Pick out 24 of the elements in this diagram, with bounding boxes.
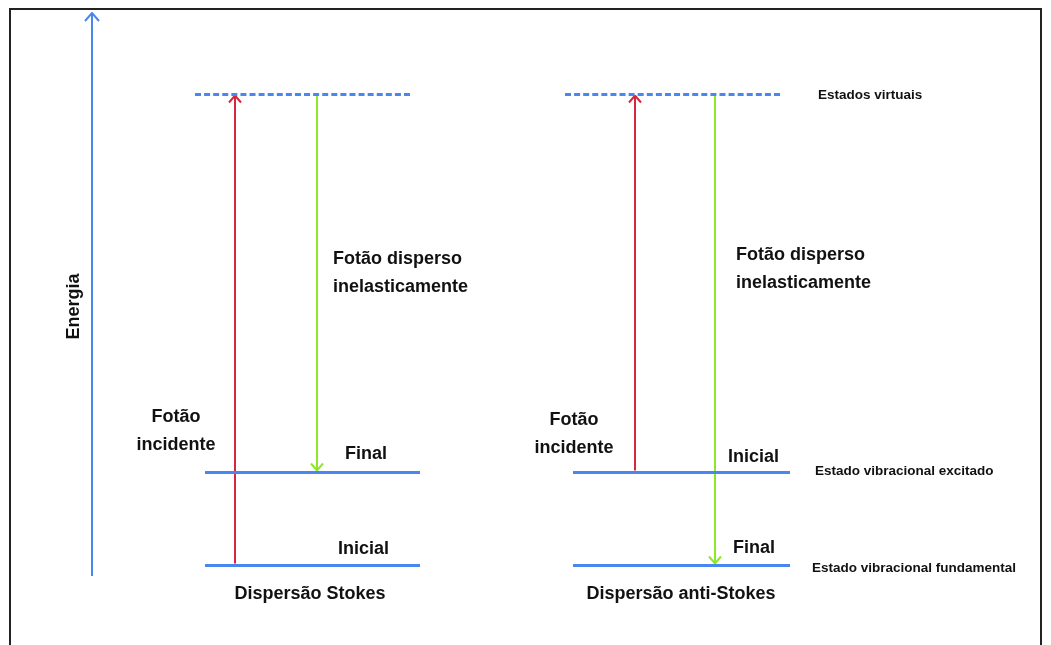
edge-label: Fotão incidente bbox=[533, 408, 615, 459]
state-label: Estado vibracional fundamental bbox=[812, 559, 1017, 577]
state-label: Estados virtuais bbox=[818, 86, 923, 104]
level-label: Inicial bbox=[338, 537, 390, 560]
virtual-state-line bbox=[195, 92, 410, 96]
photon-arrow bbox=[310, 94, 324, 472]
diagram-caption: Dispersão Stokes bbox=[233, 582, 387, 605]
energy-level-line bbox=[573, 470, 790, 474]
photon-arrow bbox=[228, 94, 242, 565]
axis-label: Energia bbox=[61, 273, 84, 340]
edge-label: Fotão disperso inelasticamente bbox=[333, 247, 470, 298]
energy-level-line bbox=[205, 563, 420, 567]
diagram-caption: Dispersão anti-Stokes bbox=[585, 582, 777, 605]
energy-level-line bbox=[573, 563, 790, 567]
energy-level-line bbox=[205, 470, 420, 474]
edge-label: Fotão incidente bbox=[135, 405, 217, 456]
edge-label: Fotão disperso inelasticamente bbox=[736, 243, 873, 294]
level-label: Final bbox=[345, 442, 387, 465]
level-label: Final bbox=[733, 536, 775, 559]
photon-arrow bbox=[708, 94, 722, 565]
level-label: Inicial bbox=[728, 445, 780, 468]
virtual-state-line bbox=[565, 92, 780, 96]
state-label: Estado vibracional excitado bbox=[815, 462, 994, 480]
photon-arrow bbox=[628, 94, 642, 472]
